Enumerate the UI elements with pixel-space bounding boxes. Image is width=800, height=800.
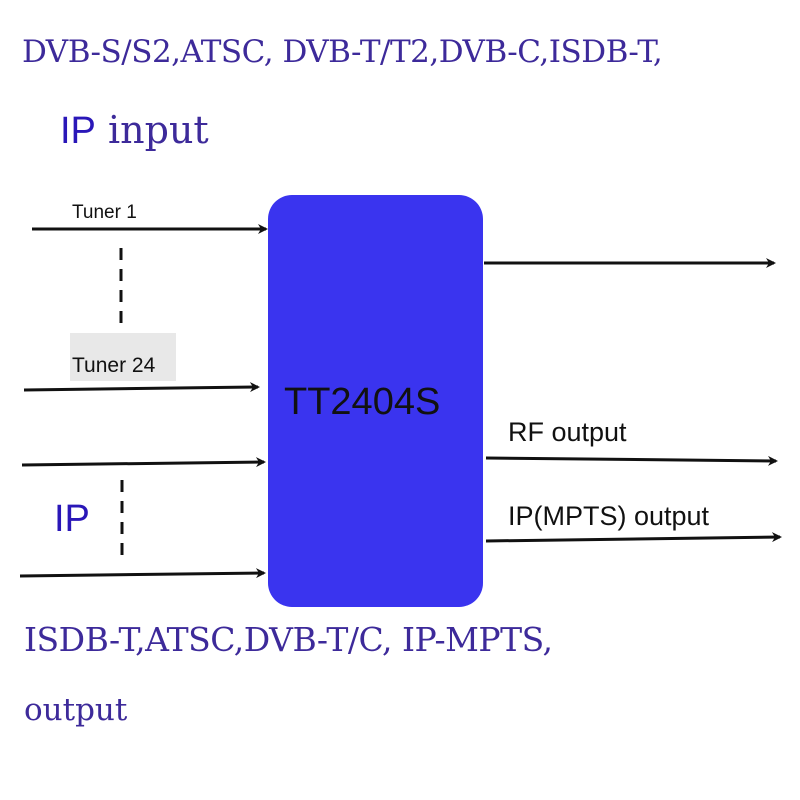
output-standards-heading: ISDB-T,ATSC,DVB-T/C, IP-MPTS, <box>24 620 553 659</box>
ip-mpts-output-label: IP(MPTS) output <box>508 501 710 531</box>
device-name: TT2404S <box>284 381 441 423</box>
ip-input-arrow-2 <box>19 568 266 579</box>
ip-input-label: IP <box>54 498 90 540</box>
ip-output-arrow <box>485 532 782 543</box>
ip-input-heading-ip: IP <box>60 110 96 152</box>
device-block <box>268 195 483 607</box>
input-standards-heading: DVB-S/S2,ATSC, DVB-T/T2,DVB-C,ISDB-T, <box>22 34 663 70</box>
ip-input-heading: IP input <box>60 108 209 153</box>
tuner24-label-background <box>70 333 176 381</box>
tuner24-label: Tuner 24 <box>72 354 156 377</box>
tuner1-label: Tuner 1 <box>72 202 137 223</box>
ip-input-heading-input: input <box>95 108 209 152</box>
ip-input-arrow-1 <box>21 457 266 468</box>
output-heading: output <box>24 692 128 728</box>
tuner24-input-arrow <box>23 382 260 393</box>
rf-output-label: RF output <box>508 417 627 447</box>
rf-output-arrow <box>485 455 778 466</box>
